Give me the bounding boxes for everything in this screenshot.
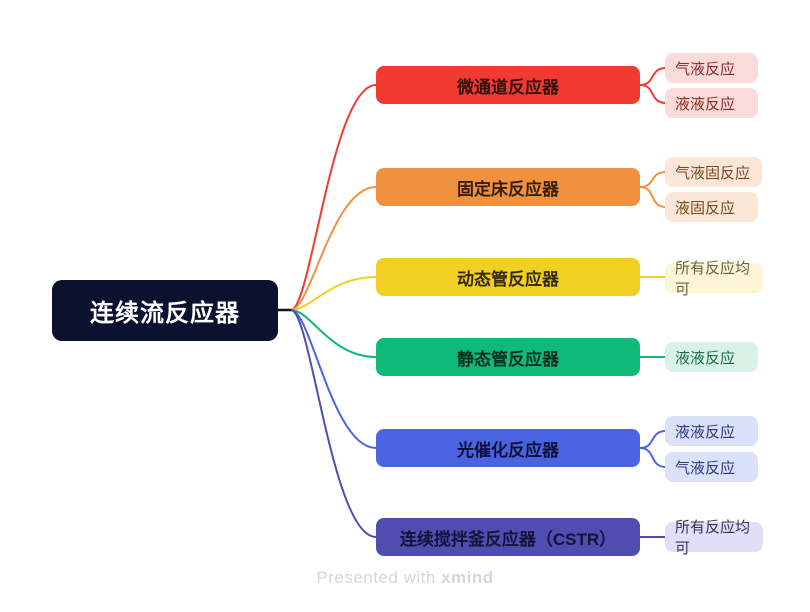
child-line-5a [639, 430, 667, 449]
subtopic-gas-liquid-reaction[interactable]: 气液反应 [665, 452, 758, 482]
subtopic-liquid-liquid-reaction[interactable]: 液液反应 [665, 416, 758, 446]
child-line-2a [639, 171, 667, 188]
topic-dynamic-tube-reactor[interactable]: 动态管反应器 [376, 258, 640, 296]
subtopic-gas-liquid-reaction[interactable]: 气液反应 [665, 53, 758, 83]
subtopic-all-reactions[interactable]: 所有反应均可 [665, 260, 763, 298]
branch-line-5 [290, 309, 377, 449]
topic-microchannel-reactor[interactable]: 微通道反应器 [376, 66, 640, 104]
child-line-1a [639, 67, 667, 86]
child-line-5b [639, 447, 667, 468]
subtopic-liquid-solid-reaction[interactable]: 液固反应 [665, 192, 758, 222]
branch-line-2 [290, 186, 377, 311]
branch-line-3 [290, 276, 377, 311]
root-topic[interactable]: 连续流反应器 [52, 280, 278, 341]
child-line-2b [639, 186, 667, 208]
subtopic-liquid-liquid-reaction[interactable]: 液液反应 [665, 88, 758, 118]
child-line-1b [639, 84, 667, 104]
watermark-prefix: Presented with [316, 568, 442, 587]
topic-static-tube-reactor[interactable]: 静态管反应器 [376, 338, 640, 376]
xmind-watermark: Presented with xmind [0, 568, 810, 588]
watermark-brand: xmind [441, 568, 494, 587]
branch-line-4 [290, 309, 377, 358]
subtopic-gas-liquid-solid-reaction[interactable]: 气液固反应 [665, 157, 762, 187]
branch-line-1 [290, 84, 377, 311]
branch-line-6 [290, 309, 377, 538]
topic-fixed-bed-reactor[interactable]: 固定床反应器 [376, 168, 640, 206]
topic-photocatalytic-reactor[interactable]: 光催化反应器 [376, 429, 640, 467]
subtopic-all-reactions[interactable]: 所有反应均可 [665, 519, 763, 557]
topic-cstr-reactor[interactable]: 连续搅拌釜反应器（CSTR） [376, 518, 640, 556]
subtopic-liquid-liquid-reaction[interactable]: 液液反应 [665, 342, 758, 372]
